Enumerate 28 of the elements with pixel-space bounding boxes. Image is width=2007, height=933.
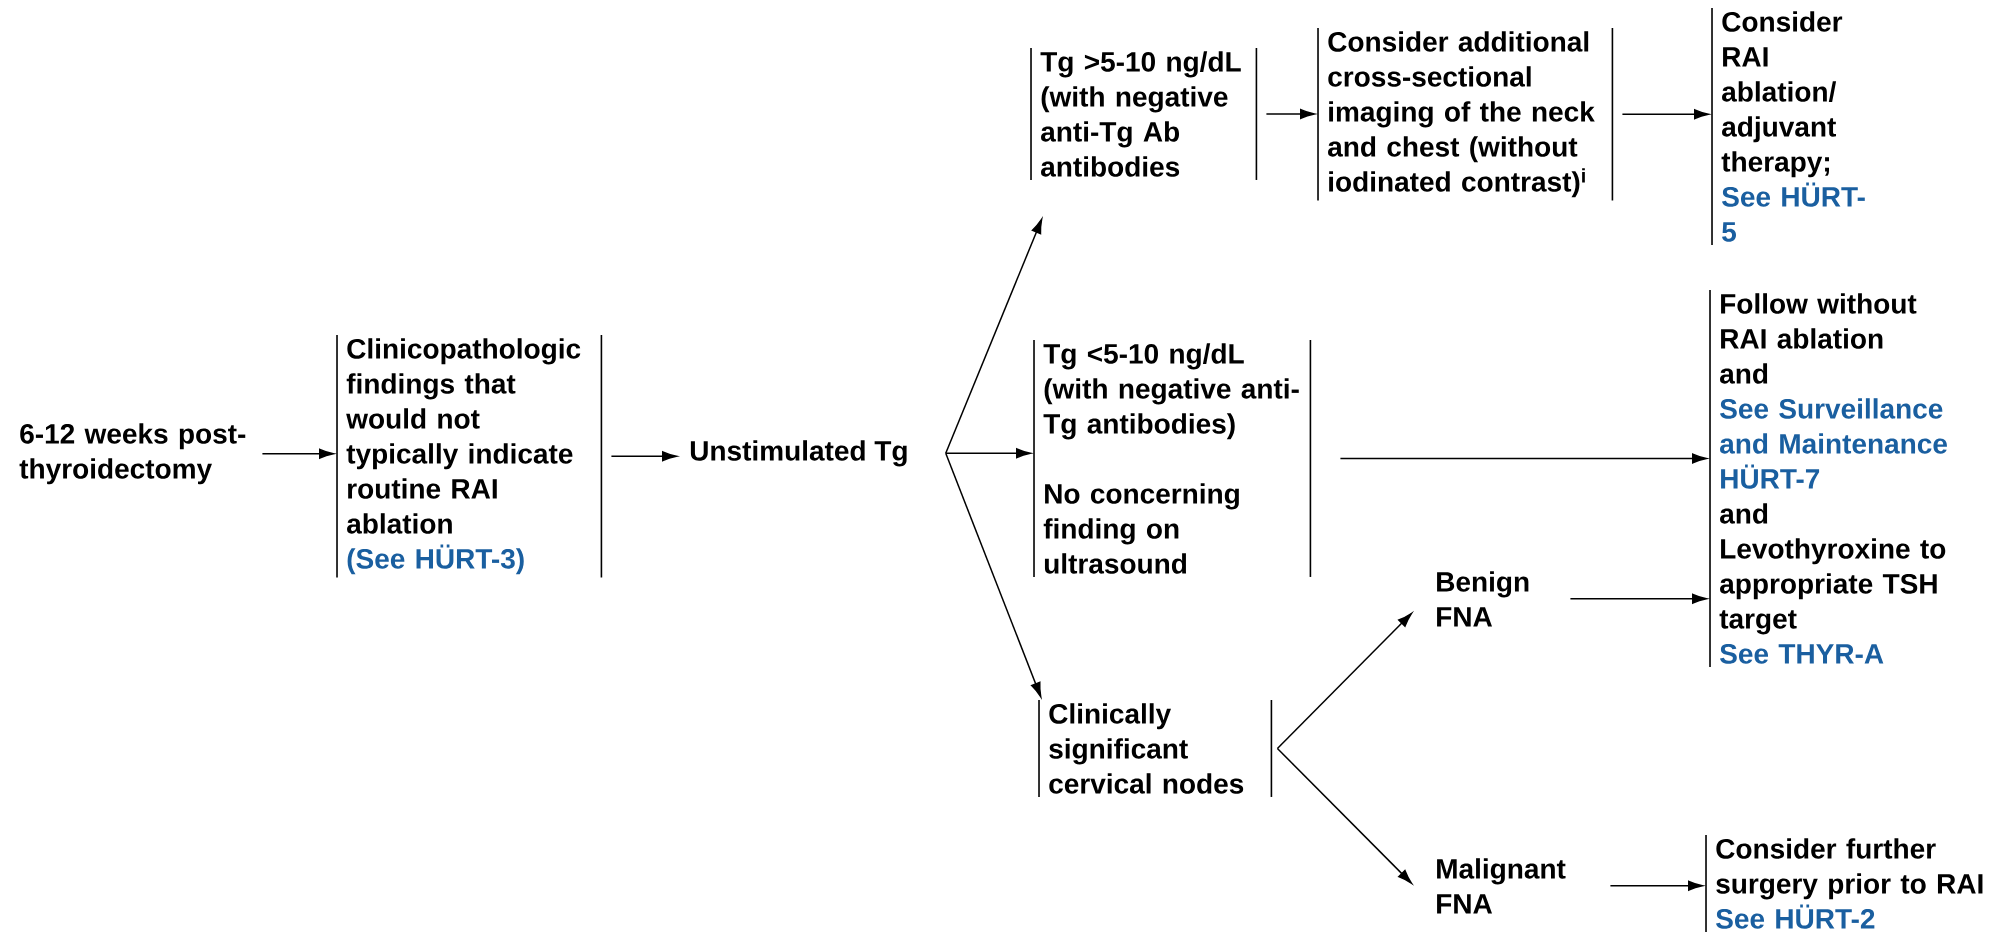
step-box: Consider additional cross-sectional imaging of the neck and chest (without iodinated contrast)$^{i}$	[1317, 27, 1614, 202]
arrow	[1265, 108, 1315, 120]
step-text: Benign FNA	[1437, 571, 1529, 627]
arrow	[261, 448, 334, 459]
link: See HÜRT-2	[1716, 904, 1875, 929]
arrow	[1609, 880, 1703, 891]
step-text: 6-12 weeks post-thyroidectomy	[19, 423, 246, 485]
step-box: Consider RAI ablation/ adjuvant therapy; See HÜRT-5	[1711, 7, 1865, 246]
arrow	[1621, 109, 1709, 120]
arrow	[610, 451, 677, 462]
arrow	[945, 448, 1031, 459]
link: See THYR-A	[1720, 643, 1884, 664]
step-box: Tg <5-10 ng/dL (with negative anti-Tg antibodies) No concerning finding on ultrasound	[1033, 339, 1312, 578]
step-text: Malignant FNA	[1437, 858, 1566, 914]
arrow	[1276, 612, 1413, 750]
arrow	[945, 218, 1043, 455]
arrow	[1569, 593, 1707, 604]
step-box: Tg >5-10 ng/dL (with negative anti-Tg Ab antibodies	[1030, 47, 1258, 181]
step-box: Clinically significant cervical nodes	[1038, 699, 1273, 798]
step-box: Consider further surgery prior to RAI See HÜRT-2	[1705, 834, 1983, 933]
link: (See HÜRT-3)	[347, 544, 524, 575]
arrow	[945, 452, 1042, 698]
link: See HÜRT-5	[1722, 182, 1865, 242]
link: See Surveillance and Maintenance HÜRT-7	[1720, 398, 1947, 489]
step-text: Unstimulated Tg	[690, 440, 907, 467]
step-box: Clinicopathologic findings that would not typically indicate routine RAI ablation (See HÜRT-3)	[336, 334, 603, 579]
arrow	[1276, 747, 1413, 884]
step-box: Follow without RAI ablation and See Surveillance and Maintenance HÜRT-7 and Levothyroxine to appropriate TSH target See THYR-A	[1709, 289, 1947, 668]
